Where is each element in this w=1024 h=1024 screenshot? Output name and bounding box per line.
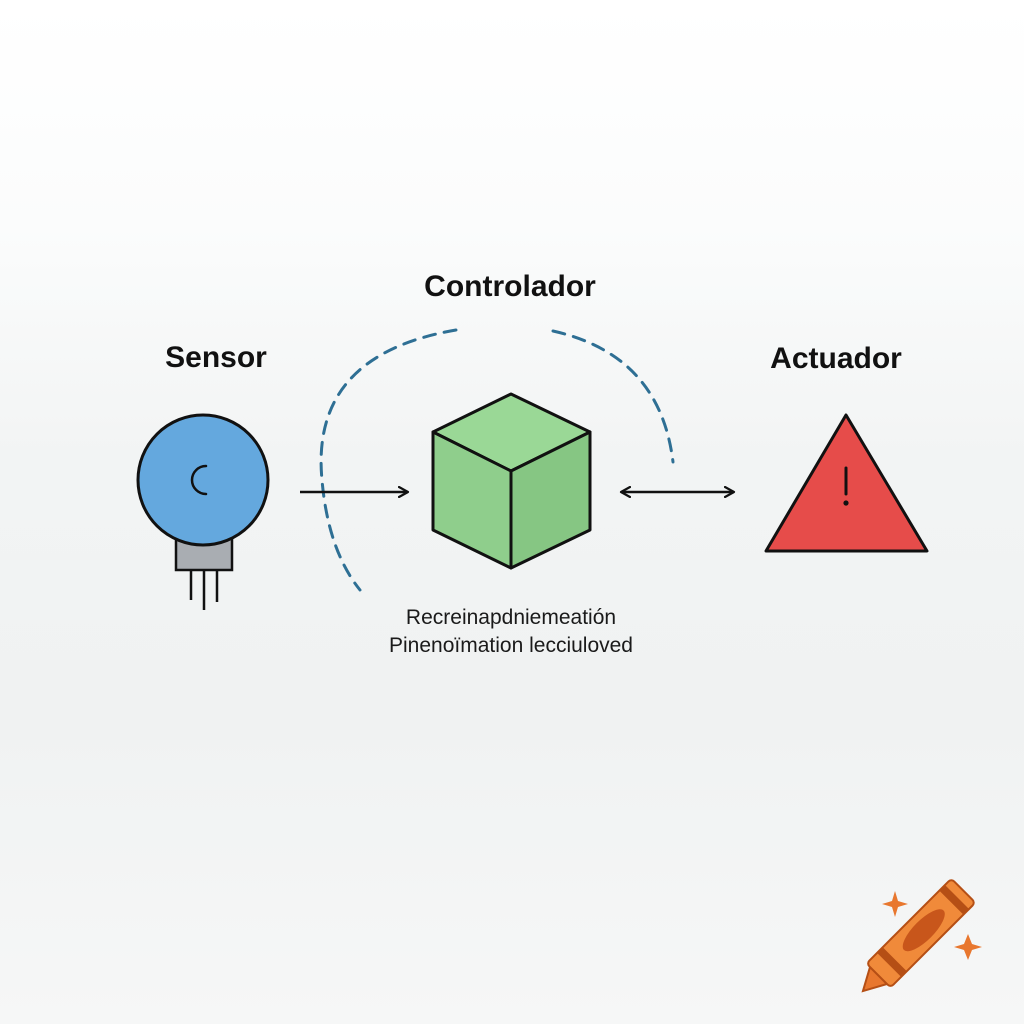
cube-icon bbox=[431, 392, 592, 570]
feedback-arc-left bbox=[319, 328, 458, 592]
caption-line-2: Pinenoïmation lecciuloved bbox=[389, 634, 633, 657]
feedback-loop bbox=[319, 328, 675, 592]
feedback-arc-right bbox=[551, 329, 675, 464]
caption-line-1: Recreinapdniemeatión bbox=[405, 606, 617, 629]
sensor-label: Sensor bbox=[165, 341, 267, 374]
warning-triangle-icon bbox=[764, 413, 929, 553]
crayon-logo-icon bbox=[861, 879, 982, 993]
actuator-label: Actuador bbox=[770, 342, 902, 375]
controller-label: Controlador bbox=[424, 270, 596, 303]
sensor-bulb-icon bbox=[136, 413, 270, 610]
